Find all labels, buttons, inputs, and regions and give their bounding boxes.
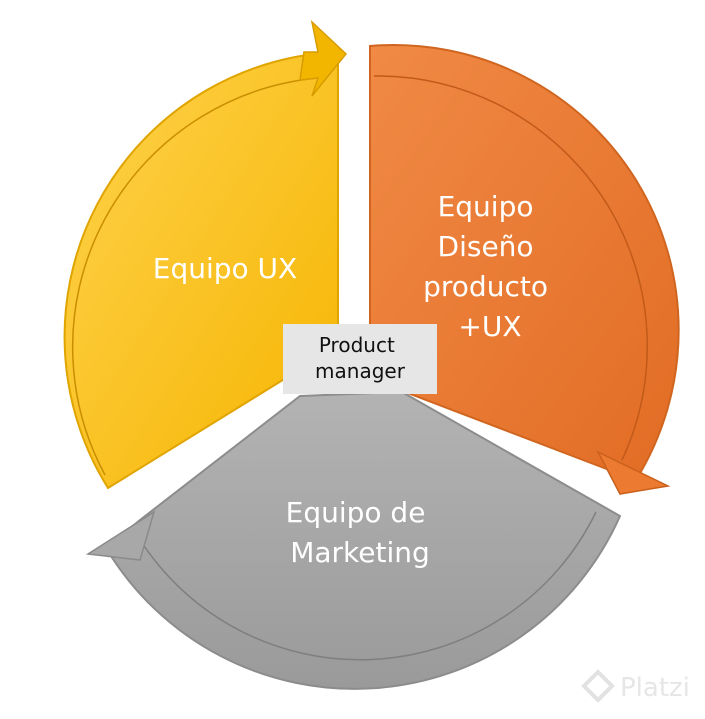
segment-ux-body — [63, 50, 339, 490]
segment-equipo-ux: Equipo UX — [63, 19, 348, 490]
segment-design-body — [369, 44, 680, 482]
segment-equipo-diseno: Equipo Diseño producto +UX — [369, 44, 680, 495]
center-box — [283, 324, 437, 394]
watermark-text: Platzi — [620, 673, 690, 703]
segment-marketing-body — [104, 390, 622, 690]
ux-arrow-inner-line — [71, 77, 319, 476]
segment-equipo-marketing: Equipo de Marketing — [85, 390, 622, 690]
platzi-logo-icon — [581, 669, 615, 703]
segment-marketing-label: Equipo de Marketing — [286, 496, 435, 569]
marketing-arrow-inner-line — [133, 511, 597, 661]
center-label: Product manager — [315, 333, 406, 383]
segment-ux-label: Equipo UX — [153, 252, 297, 285]
design-arrow-inner-line — [373, 75, 648, 461]
platzi-watermark: Platzi — [581, 669, 690, 703]
design-arrow-head-icon — [596, 450, 671, 495]
center-product-manager: Product manager — [283, 324, 437, 394]
marketing-arrow-head-icon — [85, 510, 156, 561]
ux-arrow-head-icon — [299, 19, 348, 97]
segment-design-label: Equipo Diseño producto +UX — [423, 190, 557, 343]
